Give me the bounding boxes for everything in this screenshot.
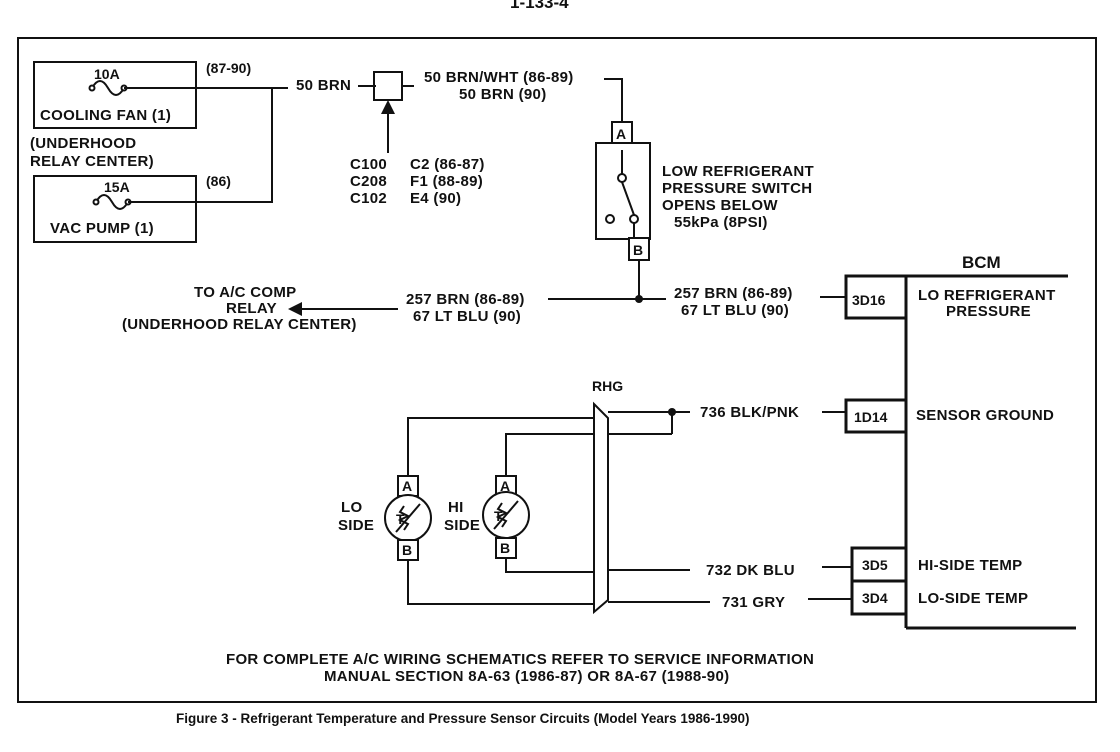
rhg-connector <box>593 401 609 615</box>
switch-contact <box>617 173 627 183</box>
bcm-pin-label: SENSOR GROUND <box>916 407 1054 424</box>
bcm-pin-label: LO-SIDE TEMP <box>918 590 1028 607</box>
connector-id: C100 <box>350 156 387 173</box>
bcm-pin-box <box>844 398 906 434</box>
wire-50-brn-wht-label: 50 BRN/WHT (86-89) <box>424 69 574 86</box>
lo-sensor-label: SIDE <box>338 517 374 534</box>
relay-target-line2: RELAY <box>226 300 277 317</box>
switch-contact <box>629 214 639 224</box>
page-number: 1-133-4 <box>510 0 569 12</box>
cooling-fan-amps: 10A <box>94 66 120 82</box>
wire-lo-a <box>407 417 594 478</box>
vac-pump-amps: 15A <box>104 179 130 195</box>
switch-desc: 55kPa (8PSI) <box>674 214 768 231</box>
switch-desc: OPENS BELOW <box>662 197 778 214</box>
connector-cavity: F1 (88-89) <box>410 173 483 190</box>
wire-lo-b <box>407 560 594 605</box>
lo-thermistor-symbol <box>397 505 411 531</box>
switch-contact <box>605 214 615 224</box>
relay-target-line3: (UNDERHOOD RELAY CENTER) <box>122 316 357 333</box>
lo-sensor-label: LO <box>341 499 362 516</box>
wire-vac-pump <box>128 88 273 203</box>
cooling-fan-label: COOLING FAN (1) <box>40 107 171 124</box>
wire-to-switch <box>604 78 623 122</box>
wire-67-left-label: 67 LT BLU (90) <box>413 308 521 325</box>
vac-pump-fuse-box <box>33 175 197 243</box>
lo-sensor-pin-b-label: B <box>402 542 412 558</box>
switch-pin-b-label: B <box>633 242 643 258</box>
wire-257-left-label: 257 BRN (86-89) <box>406 291 525 308</box>
wire-736-label: 736 BLK/PNK <box>700 404 799 421</box>
hi-thermistor-symbol <box>495 502 509 528</box>
wire-257-right-label: 257 BRN (86-89) <box>674 285 793 302</box>
vac-pump-fuse-icon <box>95 194 129 210</box>
wire-732-label: 732 DK BLU <box>706 562 795 579</box>
wire-hi-a <box>505 433 594 478</box>
vac-pump-label: VAC PUMP (1) <box>50 220 154 237</box>
wire-hi-b <box>505 558 594 573</box>
bcm-pin-label: PRESSURE <box>946 303 1031 320</box>
lo-thermistor-slash <box>395 503 421 533</box>
diagram-frame <box>17 37 1097 703</box>
wire-67-right-label: 67 LT BLU (90) <box>681 302 789 319</box>
figure-caption: Figure 3 - Refrigerant Temperature and P… <box>176 711 749 726</box>
hi-sensor-pin-b-label: B <box>500 540 510 556</box>
relay-target-line1: TO A/C COMP <box>194 284 296 301</box>
relay-center-line2: RELAY CENTER) <box>30 153 154 170</box>
bcm-pin-label: HI-SIDE TEMP <box>918 557 1022 574</box>
cooling-fan-fuse-box <box>33 61 197 129</box>
connector-cavity: E4 (90) <box>410 190 461 207</box>
connector-arrow-head-icon <box>381 100 395 114</box>
rhg-label: RHG <box>592 378 623 394</box>
cooling-fan-years: (87-90) <box>206 60 251 76</box>
note-line1: FOR COMPLETE A/C WIRING SCHEMATICS REFER… <box>226 651 814 668</box>
switch-blade <box>621 181 635 216</box>
connector-id: C102 <box>350 190 387 207</box>
cooling-fan-fuse-icon <box>91 80 125 96</box>
relay-center-line1: (UNDERHOOD <box>30 135 136 152</box>
hi-sensor-label: SIDE <box>444 517 480 534</box>
bcm-pin-id: 1D14 <box>854 409 888 425</box>
hi-sensor-label: HI <box>448 499 464 516</box>
vac-pump-years: (86) <box>206 173 231 189</box>
switch-desc: PRESSURE SWITCH <box>662 180 812 197</box>
bcm-pin-label: LO REFRIGERANT <box>918 287 1056 304</box>
lo-sensor-pin-a-label: A <box>402 478 412 494</box>
hi-thermistor-slash <box>493 500 519 530</box>
fuse-terminal <box>92 198 100 206</box>
bcm-pin-id: 3D4 <box>862 590 888 606</box>
connector-cavity: C2 (86-87) <box>410 156 485 173</box>
wire-50-brn-90-label: 50 BRN (90) <box>459 86 547 103</box>
wire-731-label: 731 GRY <box>722 594 785 611</box>
connector-box <box>373 71 403 101</box>
fuse-terminal <box>88 84 96 92</box>
switch-pin-a-label: A <box>616 126 626 142</box>
relay-arrow-icon <box>288 302 302 316</box>
switch-desc: LOW REFRIGERANT <box>662 163 814 180</box>
wire-50-brn-label: 50 BRN <box>296 77 351 94</box>
bcm-title: BCM <box>962 253 1001 272</box>
note-line2: MANUAL SECTION 8A-63 (1986-87) OR 8A-67 … <box>324 668 729 685</box>
bcm-pin-id: 3D5 <box>862 557 888 573</box>
hi-sensor-pin-a-label: A <box>500 478 510 494</box>
connector-id: C208 <box>350 173 387 190</box>
pressure-switch-body <box>595 142 651 240</box>
bcm-outline-top <box>844 274 1068 320</box>
bcm-pin-id: 3D16 <box>852 292 886 308</box>
